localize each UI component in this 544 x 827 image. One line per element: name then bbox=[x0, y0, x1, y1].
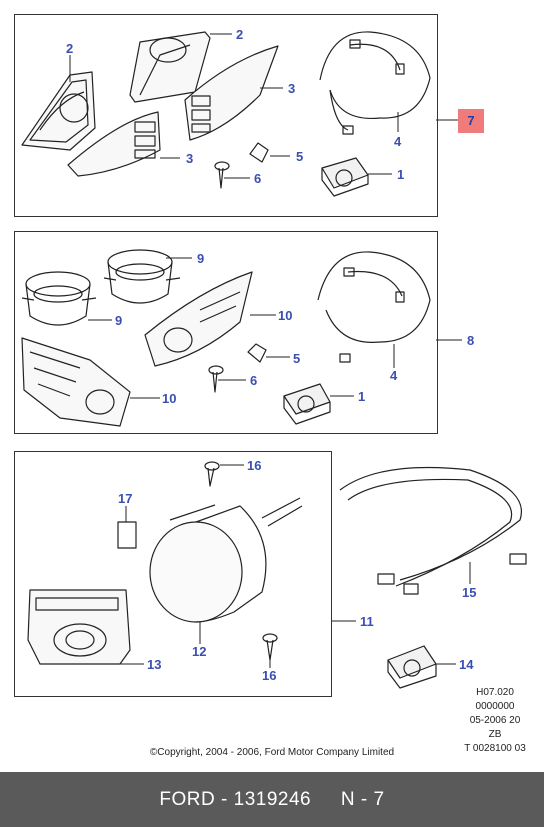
callout-6: 6 bbox=[250, 373, 258, 388]
grille-upper-right bbox=[184, 45, 279, 141]
footer-page-ref: N - 7 bbox=[340, 789, 385, 810]
callout-10-upper: 10 bbox=[278, 308, 293, 323]
callout-4: 4 bbox=[390, 368, 398, 383]
switch-top bbox=[321, 157, 369, 197]
callout-5: 5 bbox=[296, 149, 304, 164]
bracket-17 bbox=[117, 521, 137, 549]
callout-6: 6 bbox=[254, 171, 262, 186]
callout-5: 5 bbox=[293, 351, 301, 366]
callout-8: 8 bbox=[467, 333, 475, 348]
footer-part-number: FORD - 1319246 bbox=[159, 789, 312, 810]
screw-16-top bbox=[204, 461, 220, 487]
callout-3-upper: 3 bbox=[288, 81, 296, 96]
footer-bar: FORD - 1319246 N - 7 bbox=[0, 772, 544, 827]
grille-fog-lower bbox=[21, 337, 131, 427]
callout-16-bottom: 16 bbox=[262, 668, 277, 683]
callout-14: 14 bbox=[459, 657, 474, 672]
clip-mid bbox=[247, 343, 267, 363]
screw-mid bbox=[208, 365, 224, 393]
grille-fog-upper bbox=[144, 271, 253, 367]
harness-top bbox=[319, 31, 431, 135]
callout-15: 15 bbox=[462, 585, 477, 600]
switch-bottom bbox=[387, 645, 437, 689]
callout-16-top: 16 bbox=[247, 458, 262, 473]
switch-mid bbox=[283, 383, 331, 425]
meta-line-2: 0000000 bbox=[475, 701, 515, 712]
fog-harness bbox=[339, 466, 527, 595]
callout-1: 1 bbox=[397, 167, 405, 182]
lamp-housing-right bbox=[129, 31, 211, 103]
fog-lamp-body bbox=[149, 504, 267, 623]
callout-9-right: 9 bbox=[197, 251, 205, 266]
callout-3-lower: 3 bbox=[186, 151, 194, 166]
callout-7-highlighted: 7 bbox=[458, 109, 484, 133]
copyright-notice: ©Copyright, 2004 - 2006, Ford Motor Comp… bbox=[149, 747, 395, 758]
callout-9-left: 9 bbox=[115, 313, 123, 328]
callout-12: 12 bbox=[192, 644, 207, 659]
clip-top bbox=[249, 142, 269, 163]
bulb bbox=[261, 497, 303, 527]
screw-top bbox=[214, 161, 230, 189]
lamp-housing-left bbox=[21, 71, 96, 151]
callout-13: 13 bbox=[147, 657, 162, 672]
harness-mid bbox=[317, 251, 431, 363]
meta-line-3: 05-2006 20 bbox=[469, 715, 521, 726]
meta-line-1: H07.020 bbox=[476, 687, 514, 698]
callout-17: 17 bbox=[118, 491, 133, 506]
callout-4: 4 bbox=[394, 134, 402, 149]
meta-line-4: ZB bbox=[488, 729, 502, 740]
bracket-ring-left bbox=[21, 271, 97, 326]
bracket-ring-right bbox=[103, 249, 181, 304]
meta-line-5: T 0028100 03 bbox=[464, 743, 526, 754]
grille-lower-left bbox=[67, 111, 161, 177]
callout-2-right: 2 bbox=[236, 27, 244, 42]
callout-2-left: 2 bbox=[66, 41, 74, 56]
callout-11: 11 bbox=[360, 614, 374, 629]
drawing-metadata: H07.020 0000000 05-2006 20 ZB T 0028100 … bbox=[450, 686, 540, 756]
callout-1: 1 bbox=[358, 389, 366, 404]
fog-bezel bbox=[27, 589, 131, 665]
callout-10-lower: 10 bbox=[162, 391, 177, 406]
